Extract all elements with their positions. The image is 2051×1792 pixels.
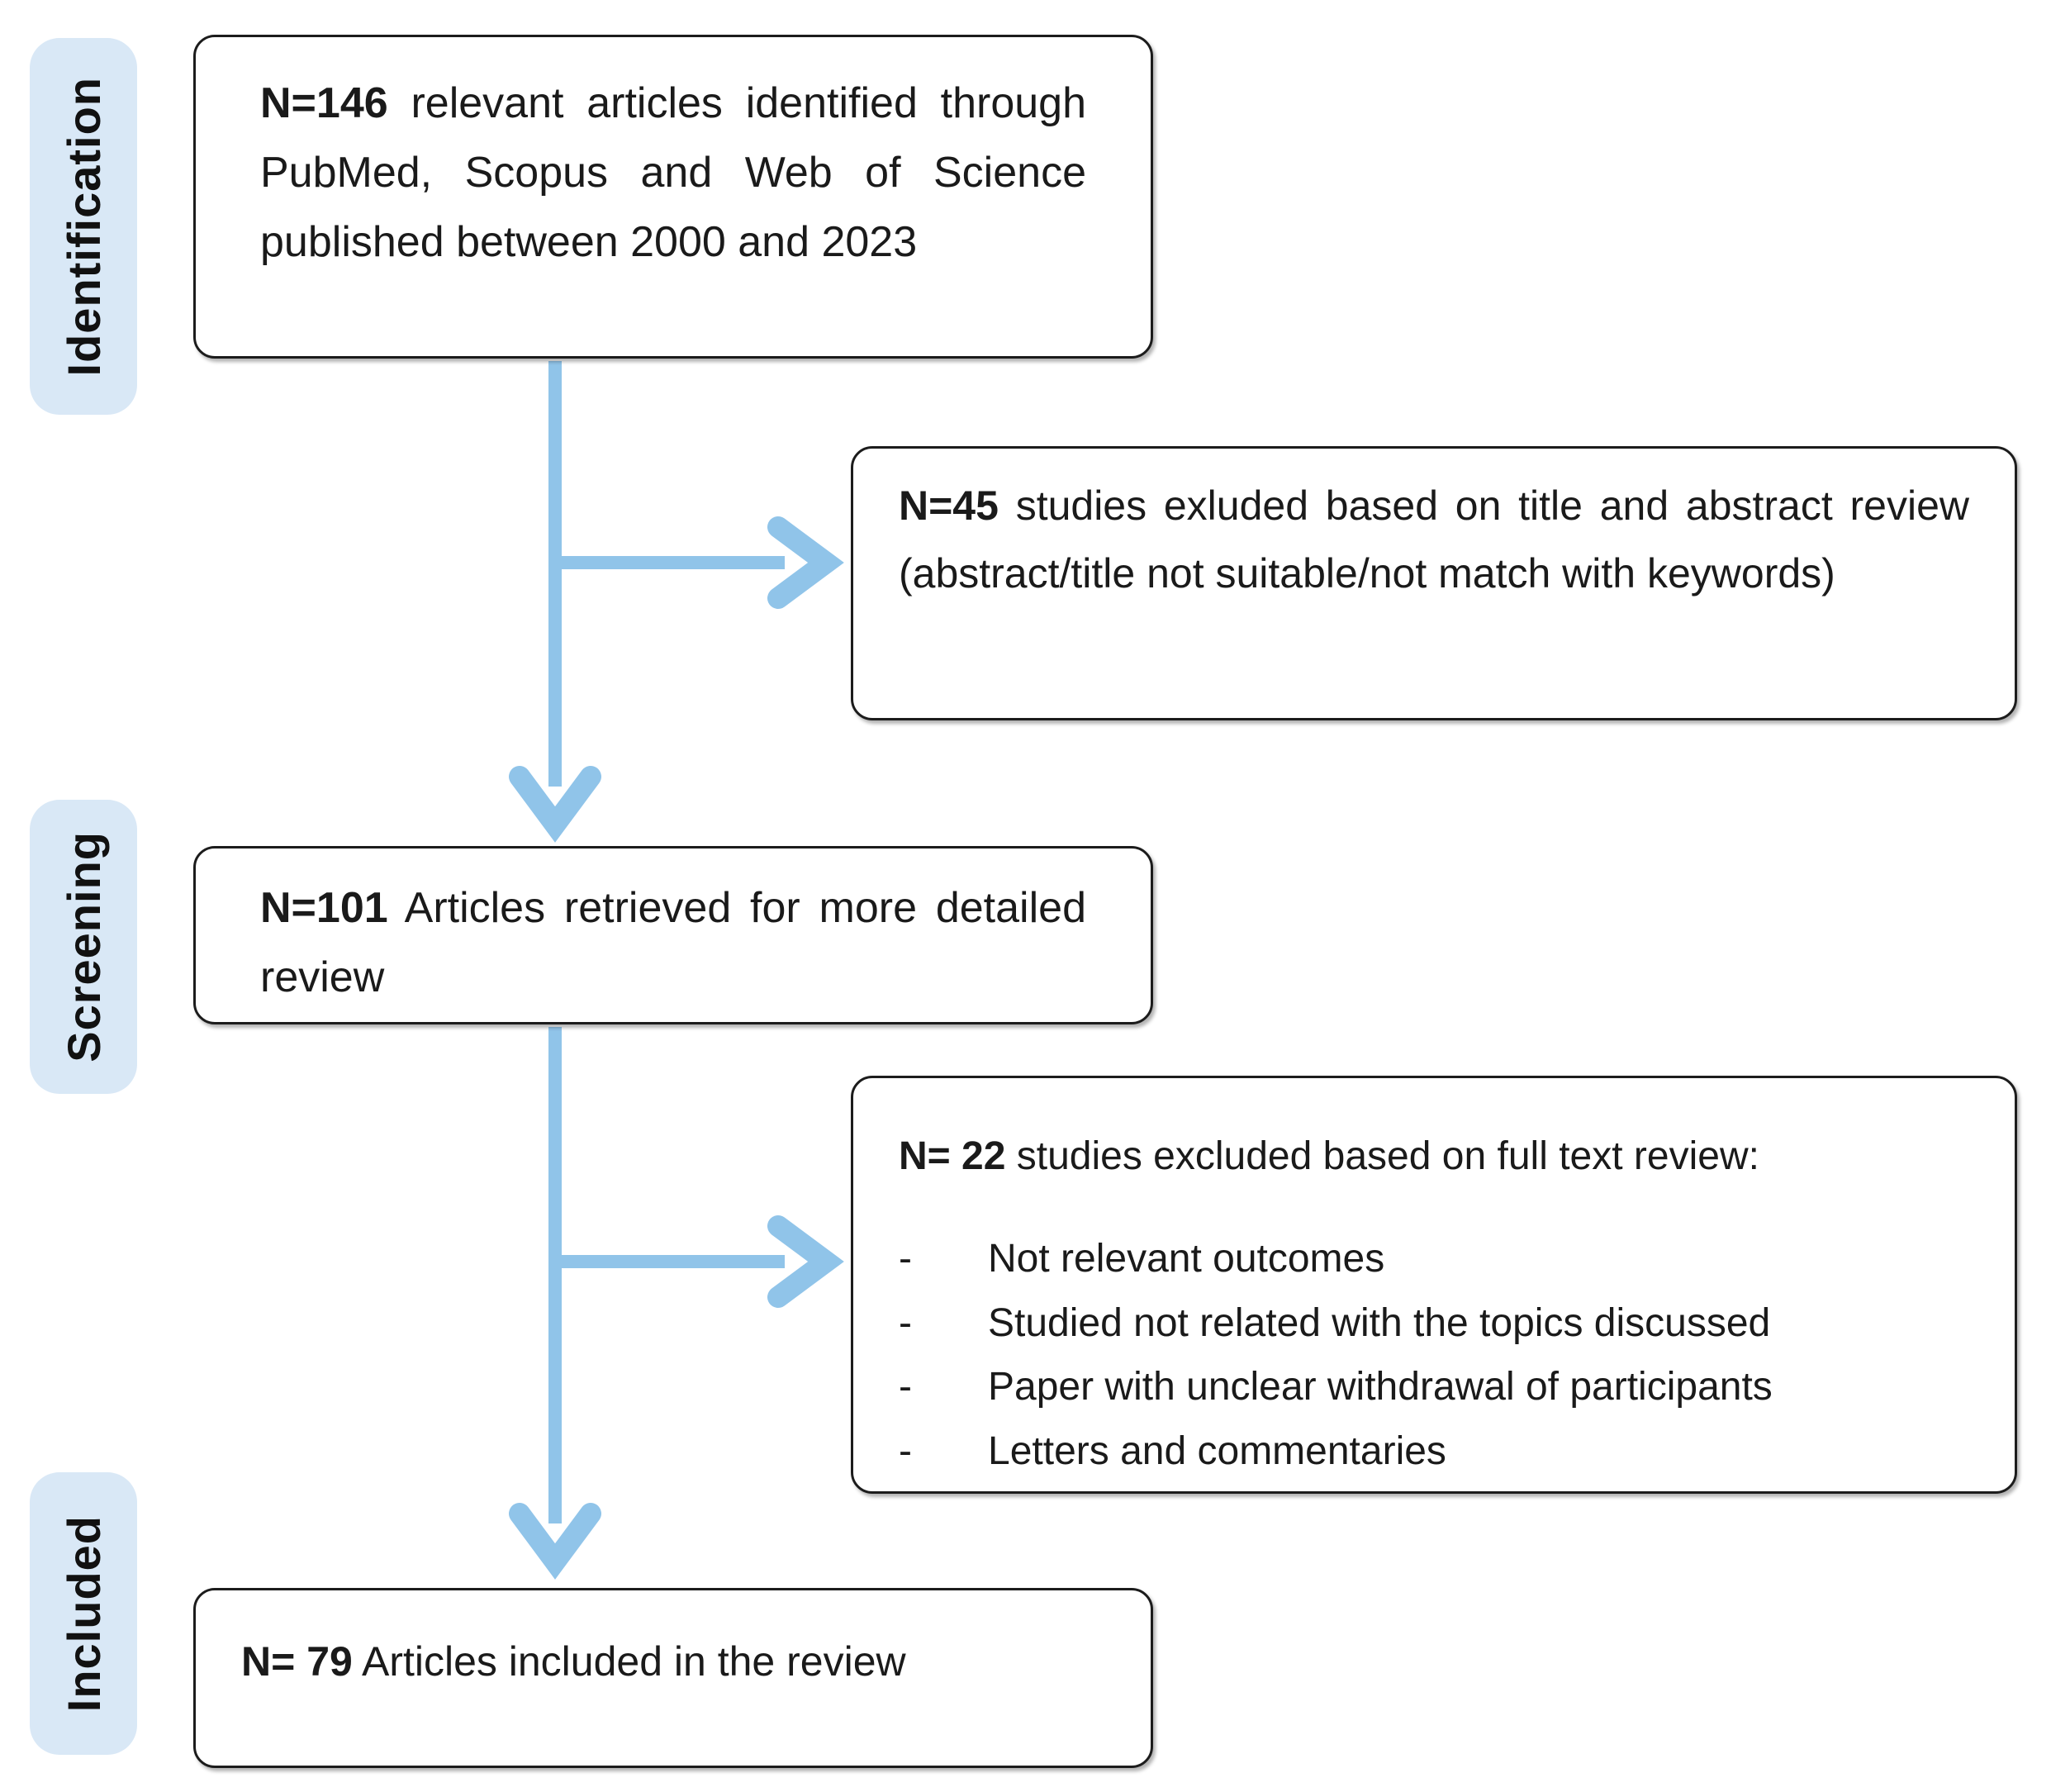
right-arrow-exclusion1-head-icon [767, 516, 844, 609]
box-articles-included-text: N= 79 Articles included in the review [241, 1628, 1105, 1695]
exclusion-reason-item: - Paper with unclear withdrawal of parti… [899, 1355, 1969, 1419]
box-excluded-title-abstract-text: N=45 studies exluded based on title and … [899, 472, 1969, 607]
included-description: Articles included in the review [352, 1638, 906, 1685]
box-excluded-title-abstract: N=45 studies exluded based on title and … [851, 446, 2017, 720]
phase-label-screening-text: Screening [57, 831, 110, 1062]
phase-label-included-text: Included [57, 1514, 110, 1713]
right-arrow-exclusion2-head-icon [767, 1215, 844, 1308]
exclusion-reason-item: - Studied not related with the topics di… [899, 1291, 1969, 1356]
exclusion-reason-text: Not relevant outcomes [988, 1236, 1385, 1281]
excluded-fulltext-count: N= 22 [899, 1134, 1006, 1178]
phase-label-included: Included [30, 1472, 137, 1755]
excluded-abstract-description: studies exluded based on title and abstr… [899, 482, 1969, 597]
dash-bullet: - [899, 1236, 912, 1281]
retrieved-count: N=101 [260, 884, 388, 932]
identified-count: N=146 [260, 79, 388, 127]
included-count: N= 79 [241, 1638, 353, 1685]
exclusion-reason-item: - Not relevant outcomes [899, 1227, 1969, 1291]
box-excluded-full-text: N= 22 studies excluded based on full tex… [851, 1076, 2017, 1494]
box-articles-included: N= 79 Articles included in the review [193, 1588, 1153, 1768]
identified-description: relevant articles identified through Pub… [260, 79, 1086, 267]
exclusion-reason-text: Letters and commentaries [988, 1429, 1446, 1473]
box-excluded-full-text-heading: N= 22 studies excluded based on full tex… [899, 1124, 1969, 1189]
dash-bullet: - [899, 1365, 912, 1409]
phase-label-identification: Identification [30, 38, 137, 415]
excluded-abstract-count: N=45 [899, 482, 999, 529]
box-identified-text: N=146 relevant articles identified throu… [260, 69, 1086, 278]
exclusion-reason-text: Studied not related with the topics disc… [988, 1300, 1771, 1345]
box-articles-retrieved-text: N=101 Articles retrieved for more detail… [260, 873, 1086, 1012]
retrieved-description: Articles retrieved for more detailed rev… [260, 884, 1086, 1002]
exclusion-reason-list: - Not relevant outcomes - Studied not re… [899, 1227, 1969, 1484]
dash-bullet: - [899, 1300, 912, 1345]
phase-label-identification-text: Identification [57, 76, 110, 377]
down-arrow-screening-head-icon [509, 1503, 601, 1580]
excluded-fulltext-description: studies excluded based on full text revi… [1005, 1134, 1759, 1178]
exclusion-reason-text: Paper with unclear withdrawal of partici… [988, 1365, 1773, 1409]
exclusion-reason-item: - Letters and commentaries [899, 1419, 1969, 1484]
box-articles-retrieved: N=101 Articles retrieved for more detail… [193, 846, 1153, 1024]
dash-bullet: - [899, 1429, 912, 1473]
down-arrow-identification-head-icon [509, 766, 601, 843]
phase-label-screening: Screening [30, 800, 137, 1094]
box-identified-articles: N=146 relevant articles identified throu… [193, 35, 1153, 359]
